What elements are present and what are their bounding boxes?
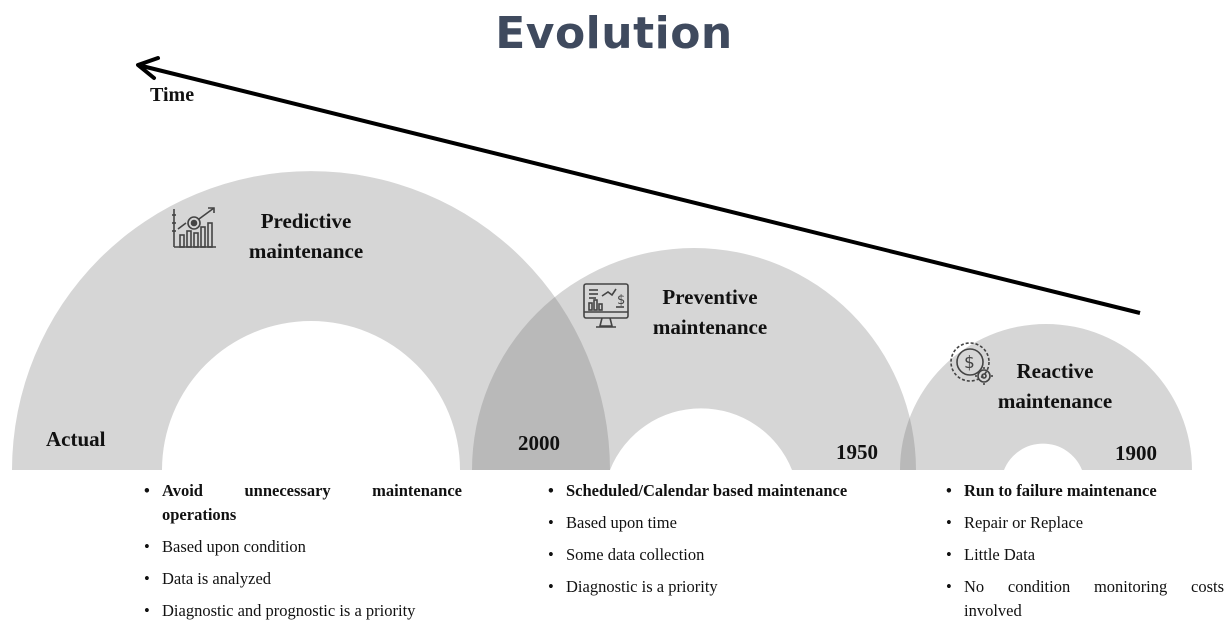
svg-text:$: $: [964, 353, 975, 373]
list-item: Diagnostic is a priority: [546, 575, 906, 599]
list-item: Diagnostic and prognostic is a priority: [142, 599, 462, 623]
dollar-gear-icon: $: [950, 342, 993, 385]
predictive-arc: [12, 171, 610, 470]
list-item: Data is analyzed: [142, 567, 462, 591]
year-2000: 2000: [518, 431, 560, 455]
list-item: Run to failure maintenance: [944, 479, 1224, 503]
svg-text:$: $: [617, 293, 625, 308]
time-arrowhead: [136, 56, 160, 80]
reactive-title: Reactive maintenance: [997, 359, 1113, 413]
year-actual: Actual: [46, 427, 106, 451]
chart-analytics-icon: [172, 207, 216, 248]
list-item: Scheduled/Calendar based maintenance: [546, 479, 906, 503]
reactive-arc: [900, 324, 1192, 470]
predictive-title: Predictive maintenance: [248, 209, 364, 263]
list-item: Little Data: [944, 543, 1224, 567]
list-item: Based upon time: [546, 511, 906, 535]
diagram-title: Evolution: [495, 8, 733, 59]
year-1900: 1900: [1115, 441, 1157, 465]
year-1950: 1950: [836, 440, 878, 464]
time-label: Time: [150, 84, 195, 106]
time-arrow-line: [141, 64, 1141, 315]
monitor-dashboard-icon: $: [583, 283, 629, 328]
reactive-bullets: Run to failure maintenance Repair or Rep…: [944, 479, 1224, 631]
list-item: Based upon condition: [142, 535, 462, 559]
predictive-bullets: Avoid unnecessary maintenance operations…: [142, 479, 462, 631]
list-item: No condition monitoring costs involved: [944, 575, 1224, 623]
preventive-bullets: Scheduled/Calendar based maintenance Bas…: [546, 479, 906, 607]
list-item: Repair or Replace: [944, 511, 1224, 535]
list-item: Some data collection: [546, 543, 906, 567]
preventive-title: Preventive maintenance: [652, 285, 768, 339]
list-item: Avoid unnecessary maintenance operations: [142, 479, 462, 527]
